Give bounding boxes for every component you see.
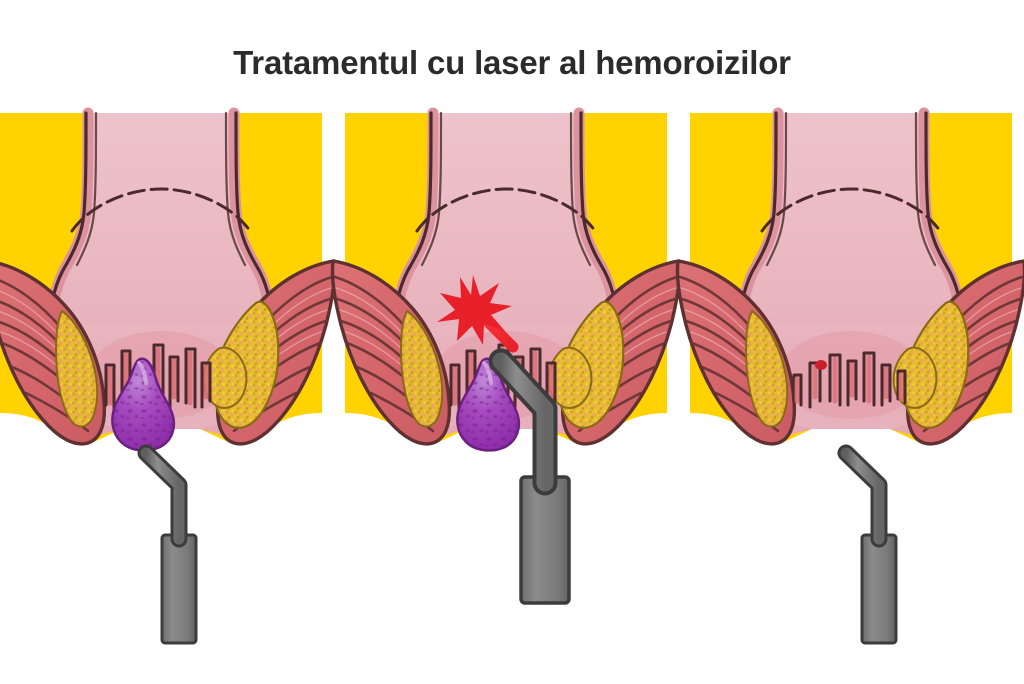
laser-probe-idle [846, 453, 896, 643]
panel-treatment-anatomy [332, 113, 679, 453]
panel-before-anatomy [0, 113, 335, 453]
anatomy-base [0, 113, 335, 444]
panel-before [0, 113, 335, 643]
treated-site-mark [815, 360, 827, 370]
page-title: Tratamentul cu laser al hemoroizilor [233, 44, 791, 81]
panel-after [677, 113, 1024, 643]
laser-probe [846, 453, 896, 643]
panel-treatment [332, 113, 679, 603]
laser-probe [146, 453, 196, 643]
laser-probe-idle [146, 453, 196, 643]
panel-after-anatomy [677, 113, 1024, 444]
